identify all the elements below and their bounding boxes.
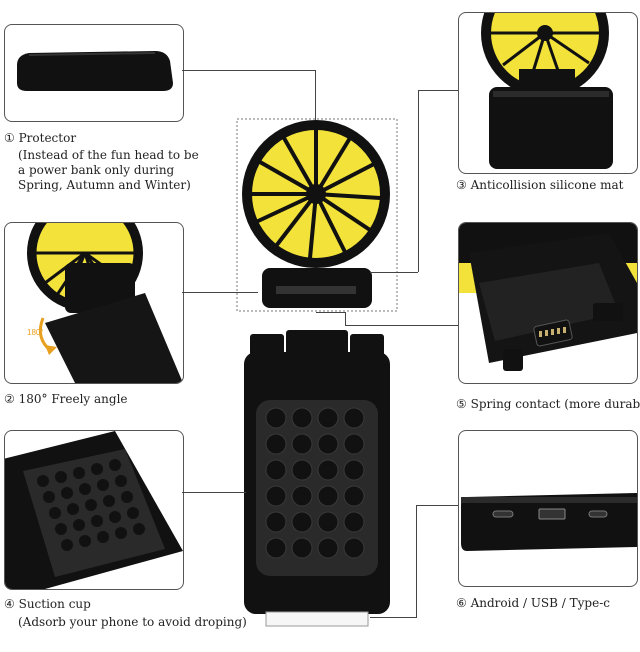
fan-blade-lines <box>252 130 381 259</box>
suction-illustration <box>5 431 183 589</box>
main-product-illustration <box>236 118 398 627</box>
micro-usb-port <box>492 510 514 518</box>
leader-protector-v <box>315 70 316 120</box>
leader-spring-h2 <box>345 325 458 326</box>
leader-spring-v <box>345 312 346 326</box>
protector-illustration <box>17 51 173 91</box>
caption-number: ① <box>4 131 15 145</box>
protector-image-panel <box>4 24 184 122</box>
caption-title: Anticollision silicone mat <box>470 178 624 192</box>
caption-angle: ② 180° Freely angle <box>4 392 128 407</box>
caption-protector: ① Protector <box>4 131 76 146</box>
caption-anticollision: ③ Anticollision silicone mat <box>456 178 624 193</box>
leader-protector <box>182 70 316 71</box>
center-suction-cups <box>265 407 365 559</box>
leader-anticollision-v <box>418 90 419 272</box>
caption-number: ⑤ <box>456 397 467 411</box>
caption-title: Suction cup <box>18 597 91 611</box>
suction-image-panel <box>4 430 184 590</box>
leader-angle <box>182 292 258 293</box>
spring-contacts <box>539 327 566 337</box>
caption-protector-desc-1: (Instead of the fun head to be <box>18 148 199 162</box>
leader-ports-v <box>416 505 417 617</box>
type-c-port <box>588 510 608 518</box>
caption-number: ③ <box>456 178 467 192</box>
anticollision-image-panel <box>458 12 638 174</box>
caption-ports: ⑥ Android / USB / Type-c <box>456 596 610 611</box>
ports-image-panel <box>458 430 638 587</box>
leader-spring-h <box>316 312 346 313</box>
spring-illustration <box>459 223 637 371</box>
spring-image-panel <box>458 222 638 384</box>
caption-number: ⑥ <box>456 596 467 610</box>
leader-ports-h <box>416 505 458 506</box>
caption-number: ② <box>4 392 15 406</box>
leader-ports-h2 <box>370 617 417 618</box>
caption-title: Spring contact (more durable) <box>470 397 640 411</box>
anticollision-illustration <box>481 13 613 169</box>
caption-suction: ④ Suction cup <box>4 597 91 612</box>
leader-anticollision-h <box>418 90 458 91</box>
caption-suction-desc-1: (Adsorb your phone to avoid droping) <box>18 615 247 629</box>
suction-cups <box>37 459 145 551</box>
usb-port <box>538 508 566 520</box>
caption-title: Protector <box>18 131 77 145</box>
angle-image-panel: 180° <box>4 222 184 384</box>
caption-title: 180° Freely angle <box>18 392 128 406</box>
main-product <box>236 118 398 632</box>
angle-label: 180° <box>27 328 44 337</box>
caption-protector-desc-3: Spring, Autumn and Winter) <box>18 178 191 192</box>
caption-title: Android / USB / Type-c <box>470 596 610 610</box>
ports-illustration <box>461 493 637 551</box>
leader-anticollision-h2 <box>370 272 418 273</box>
caption-protector-desc-2: a power bank only during <box>18 163 175 177</box>
caption-number: ④ <box>4 597 15 611</box>
leader-suction <box>182 492 246 493</box>
angle-illustration: 180° <box>27 223 183 383</box>
caption-spring: ⑤ Spring contact (more durable) <box>456 397 640 412</box>
